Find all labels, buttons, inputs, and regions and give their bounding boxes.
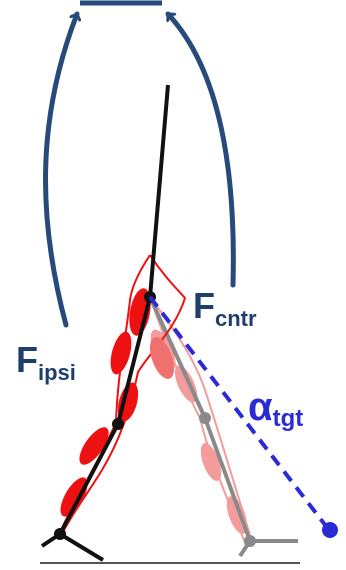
contralateral-knee-joint <box>199 412 211 424</box>
ipsilateral-knee-joint <box>112 418 124 430</box>
contralateral-ankle-joint <box>244 535 256 547</box>
ipsilateral-ankle-joint <box>54 528 66 540</box>
f-cntr-arrow <box>168 14 233 285</box>
f-ipsi-label: Fipsi <box>16 339 76 385</box>
f-cntr-label: Fcntr <box>193 285 257 331</box>
alpha-target-endpoint <box>322 522 338 538</box>
ipsilateral-leg <box>42 85 168 560</box>
f-cntr-main: F <box>193 285 215 326</box>
trunk-segment <box>150 85 168 297</box>
ipsilateral-muscle-group <box>55 255 185 530</box>
f-cntr-sub: cntr <box>215 306 257 331</box>
f-ipsi-sub: ipsi <box>38 360 76 385</box>
f-ipsi-arrow <box>46 14 77 325</box>
f-ipsi-main: F <box>16 339 38 380</box>
contralateral-muscle-group <box>146 297 252 545</box>
alpha-main: α <box>248 385 273 429</box>
alpha-sub: tgt <box>273 405 304 432</box>
alpha-tgt-label: αtgt <box>248 385 303 432</box>
